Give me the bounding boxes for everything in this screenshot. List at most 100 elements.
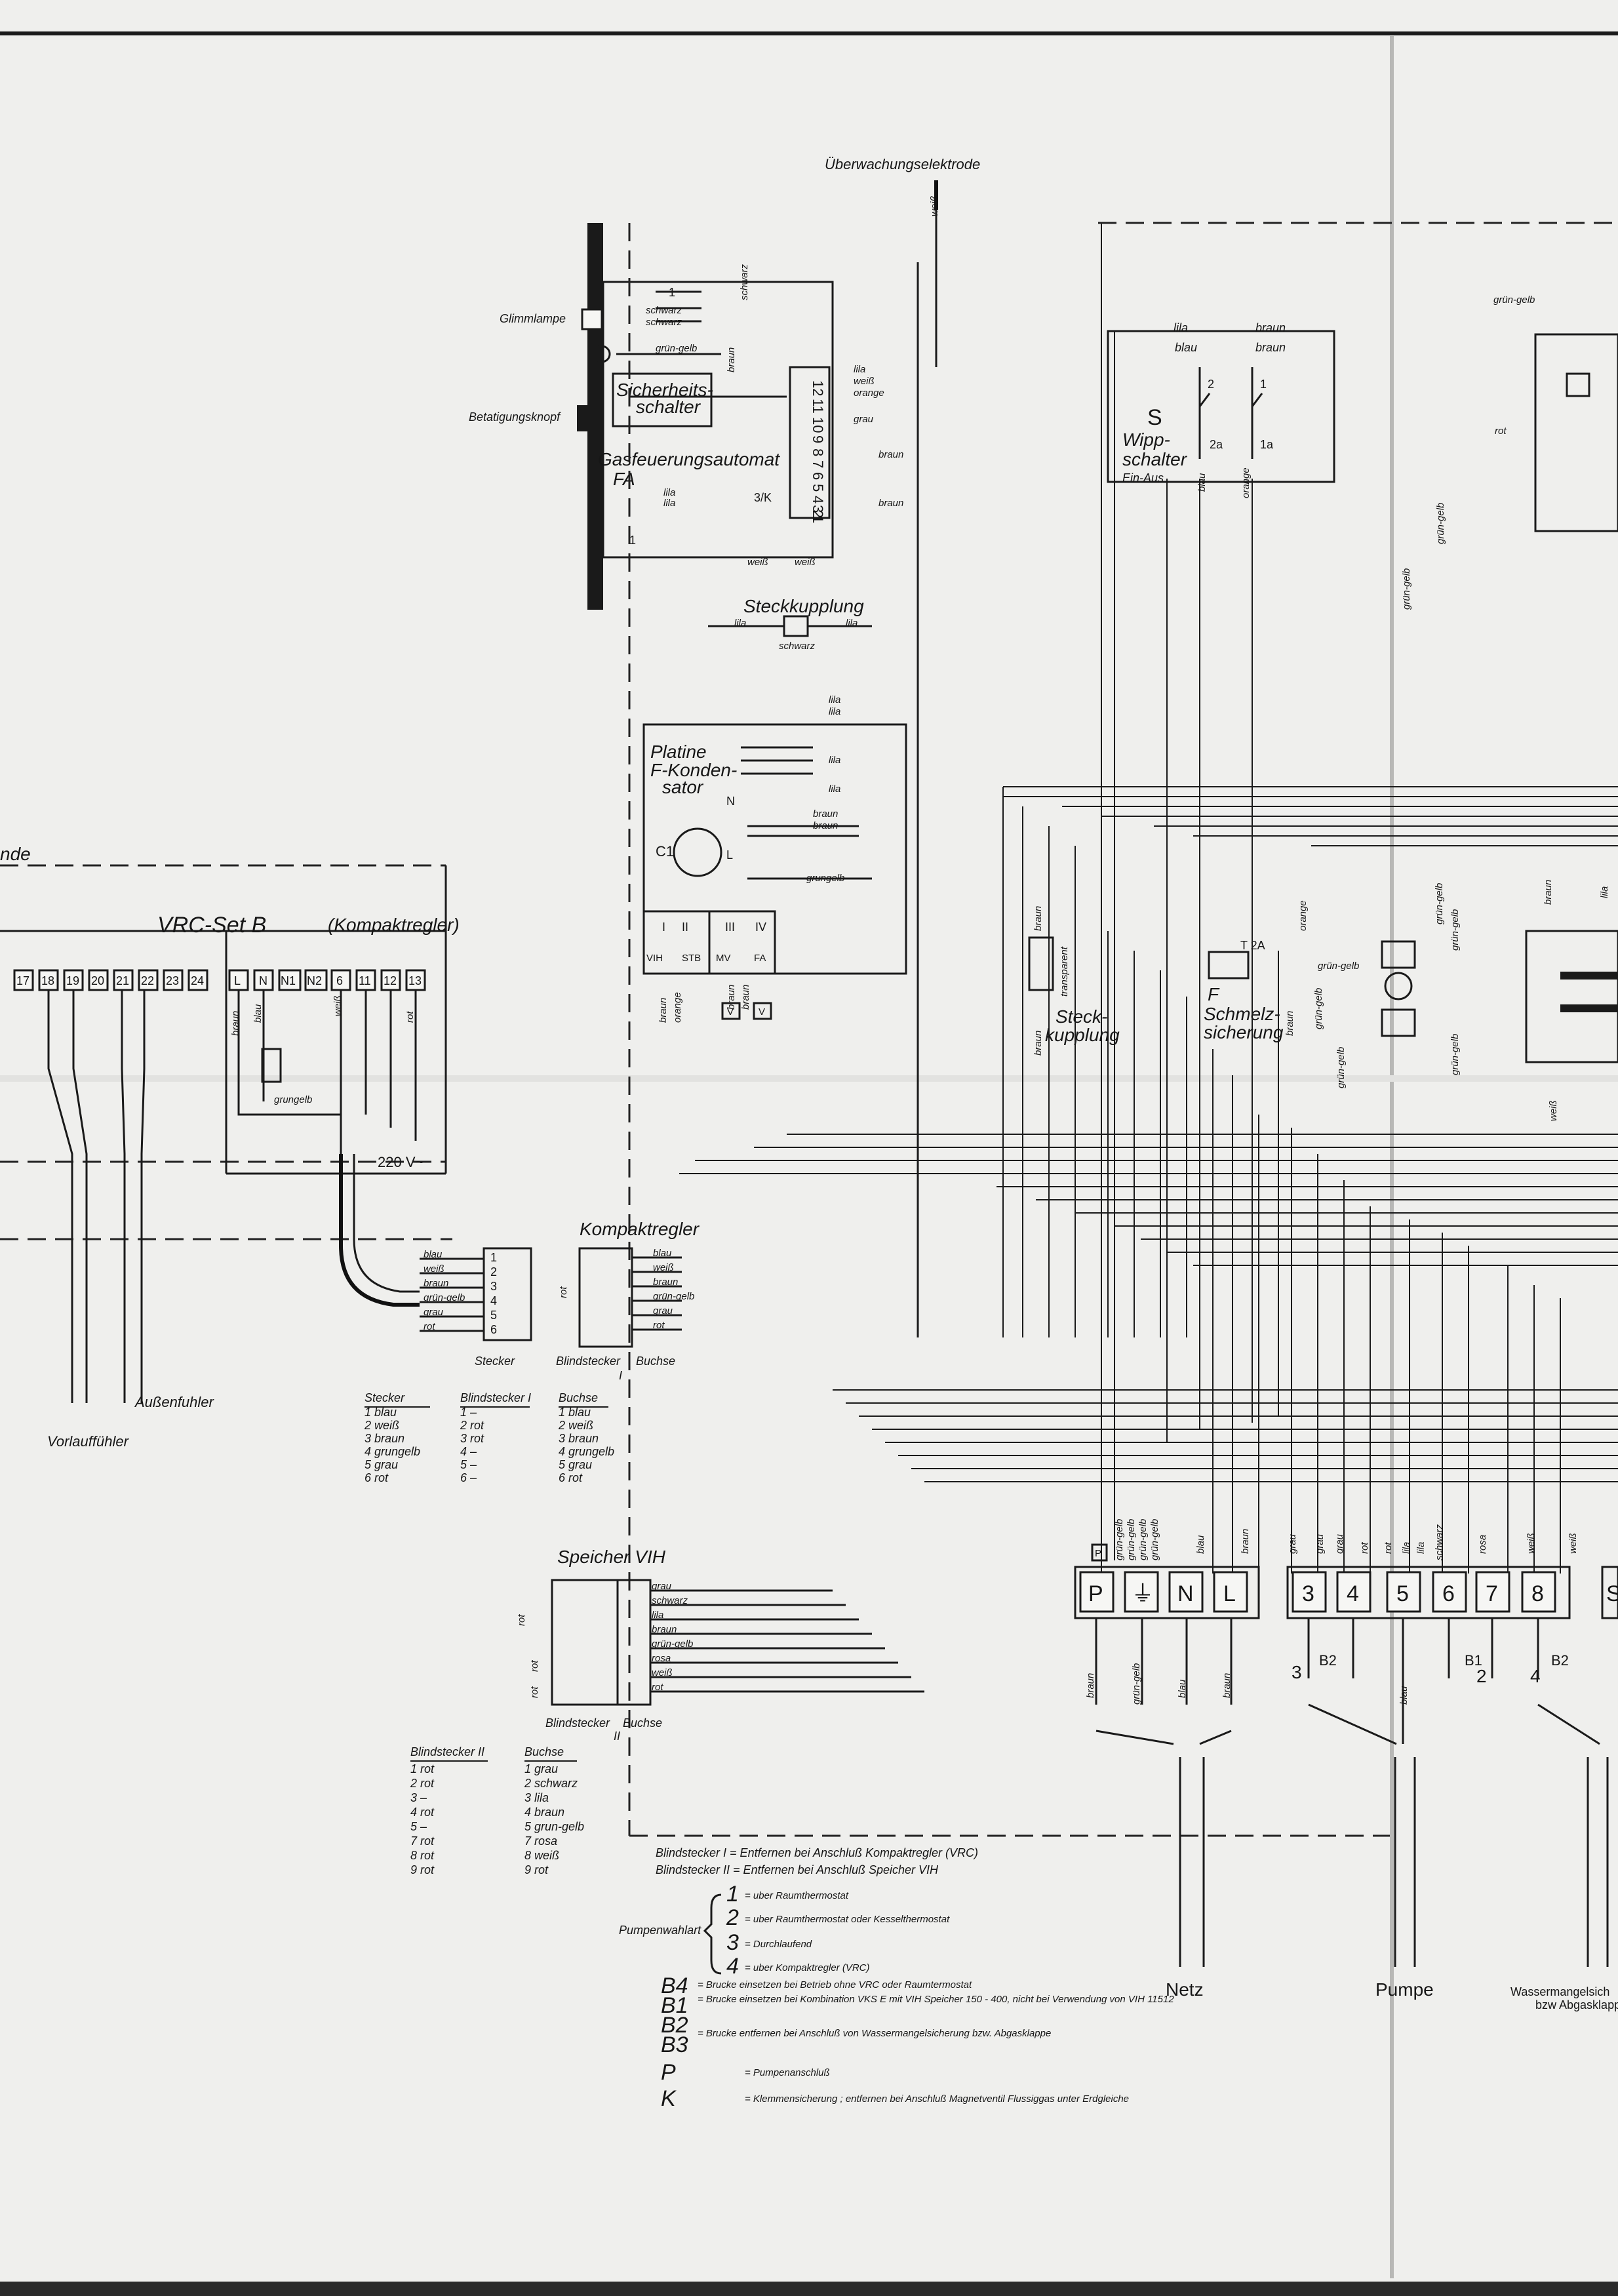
- main-terminal: 8: [1531, 1581, 1544, 1606]
- terminal-cell: [1124, 1571, 1159, 1613]
- wire-label: blau: [1177, 1679, 1188, 1698]
- wire-label-lila: lila: [1174, 321, 1188, 334]
- table-cell: 4 braun: [524, 1806, 564, 1819]
- legend-pp: = Pumpenanschluß: [745, 2067, 830, 2078]
- wire-label: schwarz: [1434, 1524, 1445, 1560]
- pump-option-4: 4: [1530, 1666, 1541, 1686]
- platine-terminal: I: [662, 920, 665, 934]
- gfa-pin: 7: [810, 460, 826, 468]
- wire-label: grau: [1314, 1534, 1326, 1554]
- wire-label-lila: lila: [854, 364, 865, 375]
- legend-brace: [703, 1893, 722, 1975]
- wire-label-braun: braun: [658, 998, 669, 1023]
- table-cell: 8 rot: [410, 1849, 435, 1862]
- platine-l: L: [726, 848, 733, 861]
- table-cell: 9 rot: [410, 1863, 435, 1876]
- wire-label-orange: orange: [672, 992, 683, 1023]
- wire-label-lila: lila: [829, 706, 840, 717]
- table-cell: 2 rot: [460, 1419, 484, 1432]
- stecker-pins: 3: [490, 1280, 497, 1293]
- wire-label-grau: grau: [854, 414, 874, 425]
- platine-terminal: II: [682, 920, 688, 934]
- label-vrc-set-sub: (Kompaktregler): [328, 915, 460, 935]
- main-terminal: 3: [1302, 1581, 1314, 1606]
- label-wasser-2: bzw Abgasklapp: [1535, 1998, 1618, 2011]
- platine-terminal-label: FA: [754, 953, 766, 964]
- table-header: Blindstecker II: [410, 1745, 484, 1758]
- wire-label: grün-gelb: [424, 1292, 465, 1303]
- wire-label: rosa: [652, 1653, 671, 1664]
- wire-label-schwarz: schwarz: [739, 264, 750, 300]
- table-cell: 6 –: [460, 1471, 477, 1484]
- label-blindstecker-2: Blindstecker: [545, 1716, 610, 1730]
- table-cell: 9 rot: [524, 1863, 549, 1876]
- platine-terminal: III: [725, 920, 735, 934]
- label-blindstecker-1-num: I: [619, 1369, 622, 1382]
- vrc-terminal: N1: [281, 974, 296, 987]
- gfa-pin-1: 1: [669, 286, 675, 299]
- legend-b2-key: B2: [661, 2013, 688, 2038]
- wire-label: lila: [1401, 1542, 1412, 1554]
- gfa-pin: 4: [810, 496, 826, 504]
- vrc-terminal: 22: [141, 974, 154, 987]
- gfa-pin: 11: [810, 399, 826, 414]
- table-cell: 5 grau: [559, 1458, 592, 1471]
- gfa-pin: 6: [810, 472, 826, 480]
- vrc-terminal: 18: [41, 974, 54, 987]
- label-wippschalter-3: Ein-Aus: [1122, 471, 1164, 485]
- wire-label: weiß: [652, 1667, 673, 1678]
- wire-label: grün-gelb: [652, 1638, 693, 1650]
- capacitor-c1: C1: [656, 843, 674, 860]
- wippschalter-s-symbol: S: [1147, 405, 1162, 430]
- betaetigungsknopf-body: [577, 405, 601, 431]
- platine-terminal-label: STB: [682, 953, 701, 964]
- label-wippschalter-1: Wipp-: [1122, 429, 1170, 450]
- legend-kk: = Klemmensicherung ; entfernen bei Ansch…: [745, 2093, 1129, 2105]
- platine-n: N: [726, 795, 735, 808]
- vrc-terminal: L: [234, 974, 241, 987]
- wire-label-lila: lila: [829, 755, 840, 766]
- legend-b1-key: B1: [661, 1993, 688, 2018]
- table-cell: 4 grungelb: [365, 1445, 420, 1458]
- p-marker-text: P: [1095, 1548, 1101, 1559]
- label-platine-3: sator: [662, 777, 704, 797]
- stecker-box: [483, 1247, 532, 1341]
- legend-b23: = Brucke entfernen bei Anschluß von Wass…: [698, 2028, 1051, 2039]
- wire-label: grün-gelb: [653, 1291, 694, 1302]
- label-pumpe: Pumpe: [1375, 1979, 1434, 2000]
- gfa-pin: 3: [810, 505, 826, 513]
- label-steck-mid-1: Steck-: [1056, 1006, 1107, 1027]
- legend-pumpenwahl: Pumpenwahlart: [619, 1924, 701, 1937]
- wire-label-rot: rot: [1495, 426, 1507, 437]
- stecker-pins: 6: [490, 1323, 497, 1336]
- table-cell: 1 blau: [559, 1406, 591, 1419]
- valve-marker: [753, 1002, 772, 1020]
- label-vrc-set: VRC-Set B: [157, 913, 266, 938]
- table-cell: 5 –: [460, 1458, 477, 1471]
- transformer-body: [1525, 930, 1618, 1063]
- wire-label-braun: braun: [813, 808, 838, 820]
- legend-p4: = uber Kompaktregler (VRC): [745, 1962, 870, 1973]
- wippschalter-pin-1a: 1a: [1260, 438, 1274, 451]
- capacitor-symbol: [673, 827, 722, 877]
- wire-label-braun: braun: [740, 985, 751, 1010]
- terminal-wire-labels: grün-gelb grün-gelb grün-gelb grün-gelb …: [1114, 1519, 1579, 1560]
- terminal-cell: [1521, 1571, 1556, 1613]
- wire-label-braun: braun: [1255, 321, 1286, 334]
- valve-marker: [721, 1002, 741, 1020]
- wire-label: rosa: [1477, 1535, 1488, 1554]
- wire-label: braun: [1240, 1529, 1251, 1554]
- wire-label-braun: braun: [230, 1011, 241, 1036]
- wire-label: grau: [1287, 1534, 1298, 1554]
- legend: Blindstecker I = Entfernen bei Anschluß …: [619, 1846, 1174, 2111]
- label-volt: 220 V~: [378, 1154, 424, 1170]
- main-terminal-block: P ⏚ N L 3 4 5 6 7 8 S: [1074, 1566, 1618, 1619]
- buchse-box: [578, 1247, 633, 1348]
- table-cell: 2 schwarz: [524, 1777, 578, 1790]
- table-cell: 2 weiß: [558, 1419, 593, 1432]
- wire-label-gruengelb: grün-gelb: [1401, 568, 1412, 610]
- legend-num-4: 4: [726, 1954, 739, 1979]
- table-cell: 4 rot: [410, 1806, 435, 1819]
- label-platine-2: F-Konden-: [650, 760, 737, 780]
- table-header: Buchse: [559, 1391, 598, 1404]
